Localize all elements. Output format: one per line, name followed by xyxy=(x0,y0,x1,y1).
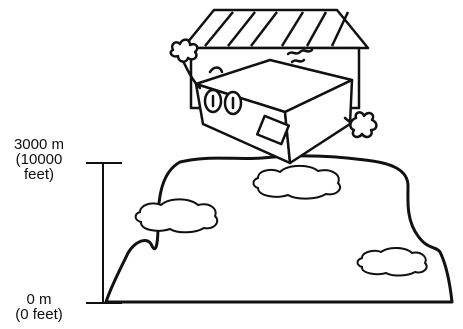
altitude-bottom-meters: 0 m xyxy=(0,292,78,307)
cloud-icon xyxy=(358,248,427,276)
altitude-top-label: 3000 m (10000 feet) xyxy=(0,137,78,182)
altitude-top-feet-line2: feet) xyxy=(0,167,78,182)
altitude-top-meters: 3000 m xyxy=(0,137,78,152)
altitude-top-feet-line1: (10000 xyxy=(0,152,78,167)
altitude-bottom-feet: (0 feet) xyxy=(0,307,78,322)
cloud-icon xyxy=(254,166,341,199)
cloud-icon xyxy=(136,199,218,232)
altitude-bottom-label: 0 m (0 feet) xyxy=(0,292,78,322)
